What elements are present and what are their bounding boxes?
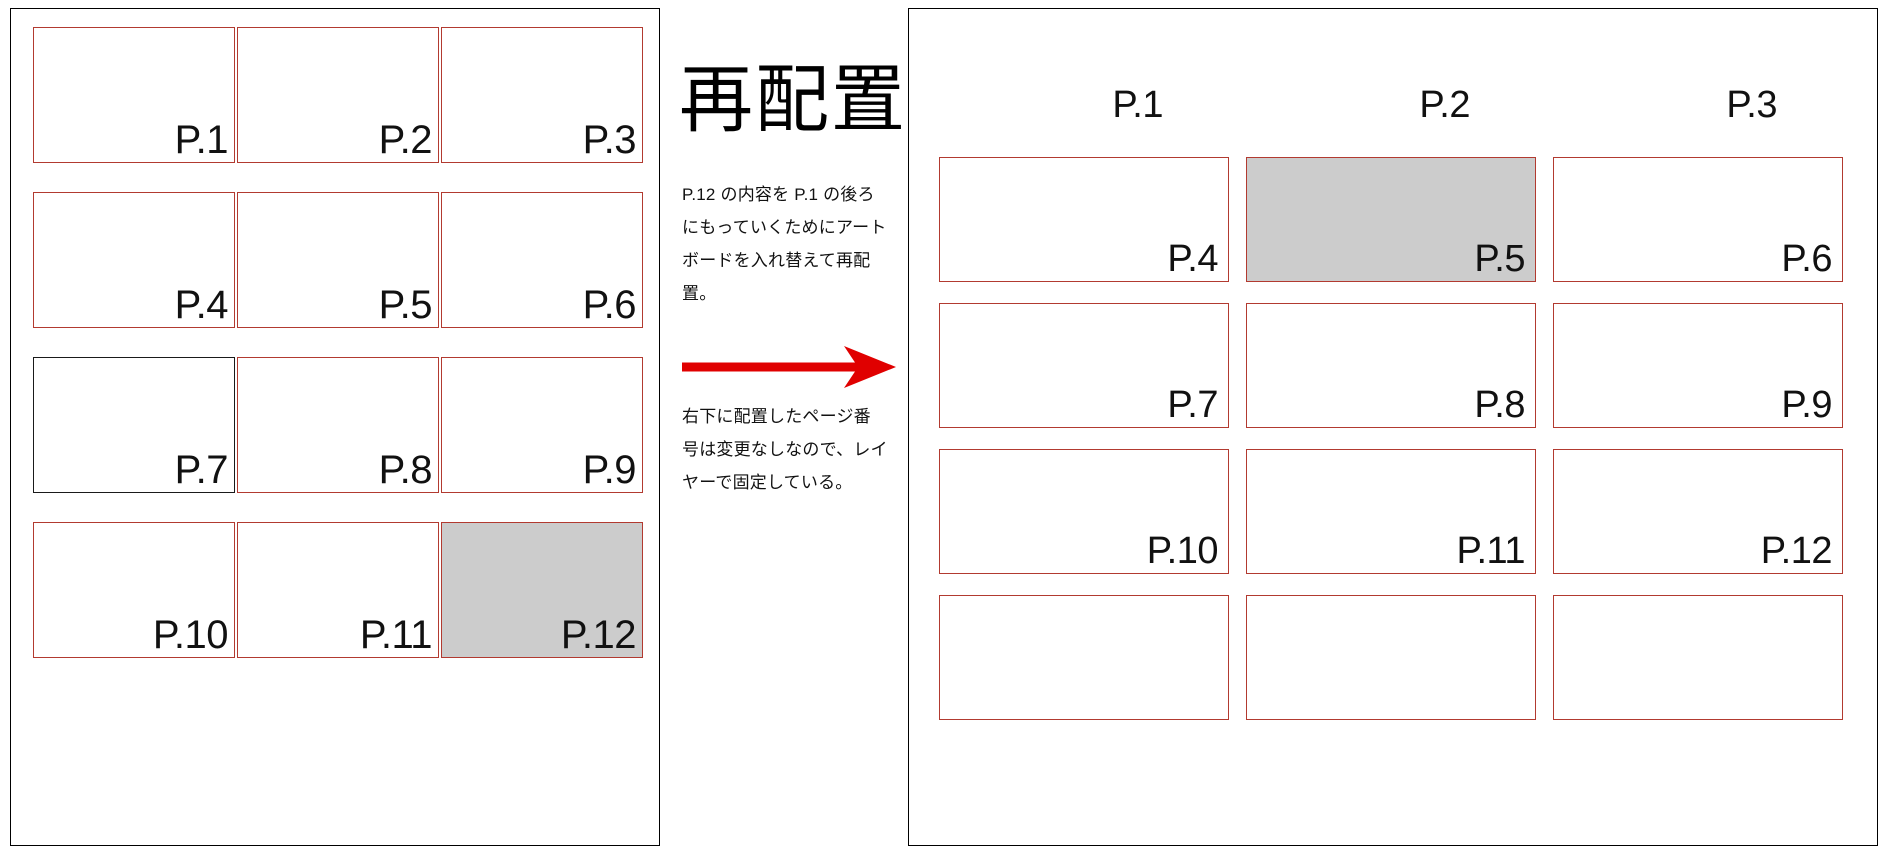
before-artboard-p2[interactable]: P.2 <box>237 27 439 163</box>
page-number-label: P.5 <box>378 283 433 327</box>
page-number-label: P.9 <box>1781 383 1832 426</box>
page-number-label: P.4 <box>1167 237 1218 280</box>
note-top: P.12 の内容を P.1 の後ろにもっていくためにアートボードを入れ替えて再配… <box>682 185 887 304</box>
page-number-label: P.12 <box>560 613 637 657</box>
after-artboard-p4[interactable]: P.4 <box>939 157 1229 282</box>
diagram-title: 再配置 <box>679 58 907 141</box>
page-number-label: P.8 <box>378 448 433 492</box>
after-floating-label-p3: P.3 <box>1726 84 1777 126</box>
before-artboard-p1[interactable]: P.1 <box>33 27 235 163</box>
page-number-label: P.8 <box>1474 383 1525 426</box>
before-artboard-p10[interactable]: P.10 <box>33 522 235 658</box>
before-artboard-p7[interactable]: P.7 <box>33 357 235 493</box>
before-artboard-p5[interactable]: P.5 <box>237 192 439 328</box>
page-number-label: P.11 <box>1456 529 1526 572</box>
after-artboard-empty-10[interactable] <box>1246 595 1536 720</box>
after-artboard-p5[interactable]: P.5 <box>1246 157 1536 282</box>
page-number-label: P.4 <box>174 283 229 327</box>
after-artboard-p11[interactable]: P.11 <box>1246 449 1536 574</box>
note-bottom: 右下に配置したページ番号は変更なしなので、レイヤーで固定している。 <box>682 407 888 493</box>
page-number-label: P.6 <box>582 283 637 327</box>
before-artboard-p9[interactable]: P.9 <box>441 357 643 493</box>
after-artboard-empty-11[interactable] <box>1553 595 1843 720</box>
before-artboard-p4[interactable]: P.4 <box>33 192 235 328</box>
page-number-label: P.6 <box>1781 237 1832 280</box>
after-artboard-p6[interactable]: P.6 <box>1553 157 1843 282</box>
before-artboard-p8[interactable]: P.8 <box>237 357 439 493</box>
before-artboard-p12[interactable]: P.12 <box>441 522 643 658</box>
after-artboard-p7[interactable]: P.7 <box>939 303 1229 428</box>
page-number-label: P.2 <box>378 118 433 162</box>
after-floating-label-p2: P.2 <box>1419 84 1470 126</box>
page-number-label: P.1 <box>174 118 229 162</box>
page-number-label: P.3 <box>582 118 637 162</box>
after-artboard-p9[interactable]: P.9 <box>1553 303 1843 428</box>
page-number-label: P.12 <box>1760 529 1833 572</box>
after-artboard-empty-9[interactable] <box>939 595 1229 720</box>
arrow-container <box>676 340 902 394</box>
before-artboard-p11[interactable]: P.11 <box>237 522 439 658</box>
page-number-label: P.10 <box>152 613 229 657</box>
page-number-label: P.9 <box>582 448 637 492</box>
before-artboard-p6[interactable]: P.6 <box>441 192 643 328</box>
after-artboard-p12[interactable]: P.12 <box>1553 449 1843 574</box>
after-artboard-p10[interactable]: P.10 <box>939 449 1229 574</box>
after-floating-label-p1: P.1 <box>1112 84 1163 126</box>
after-floating-page-labels: P.1 P.2 P.3 <box>939 84 1844 126</box>
page-number-label: P.10 <box>1146 529 1219 572</box>
after-artboard-p8[interactable]: P.8 <box>1246 303 1536 428</box>
page-number-label: P.7 <box>174 448 229 492</box>
explanation-column: 再配置 P.12 の内容を P.1 の後ろにもっていくためにアートボードを入れ替… <box>676 0 905 851</box>
before-artboard-p3[interactable]: P.3 <box>441 27 643 163</box>
page-number-label: P.11 <box>359 613 433 657</box>
page-number-label: P.7 <box>1167 383 1218 426</box>
right-arrow-icon <box>682 346 896 388</box>
page-number-label: P.5 <box>1474 237 1525 280</box>
